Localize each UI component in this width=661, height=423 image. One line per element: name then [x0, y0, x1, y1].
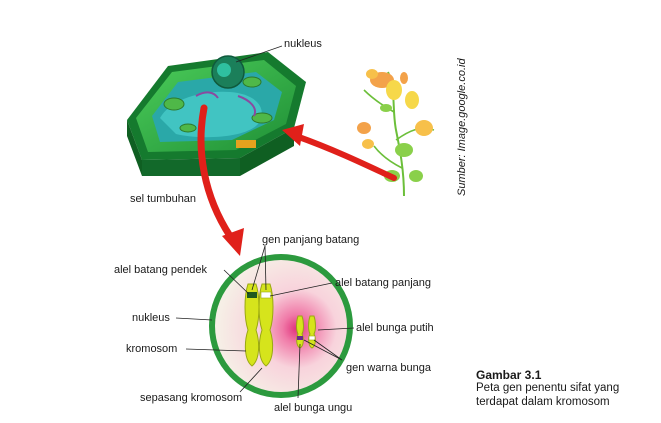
- source-credit: Sumber: Image.google.co.id: [456, 58, 468, 196]
- chromosome-pair-long: [244, 283, 274, 367]
- figure-caption-line1: Peta gen penentu sifat yang: [476, 382, 620, 394]
- label-alel-batang-panjang: alel batang panjang: [335, 277, 432, 289]
- label-nukleus-top: nukleus: [284, 38, 322, 50]
- arrow-flower-to-cell: [282, 124, 397, 181]
- figure-caption-title: Gambar 3.1: [476, 368, 542, 382]
- plant-cell: [127, 52, 306, 176]
- label-alel-bunga-putih: alel bunga putih: [356, 322, 434, 334]
- label-gen-warna-bunga: gen warna bunga: [346, 362, 432, 374]
- chromosome-pair-short: [296, 315, 316, 349]
- label-alel-bunga-ungu: alel bunga ungu: [274, 402, 353, 414]
- label-sel-tumbuhan: sel tumbuhan: [130, 193, 197, 205]
- figure-caption-line2: terdapat dalam kromosom: [476, 396, 610, 408]
- label-nukleus-left: nukleus: [132, 312, 170, 324]
- enlarged-nucleus: [209, 254, 353, 398]
- label-alel-batang-pendek: alel batang pendek: [114, 264, 207, 276]
- label-sepasang-kromosom: sepasang kromosom: [140, 392, 243, 404]
- leader-lines: [175, 45, 355, 399]
- label-kromosom: kromosom: [126, 343, 178, 355]
- arrow-cell-to-nucleus: [197, 104, 244, 256]
- label-gen-panjang-batang: gen panjang batang: [262, 234, 360, 246]
